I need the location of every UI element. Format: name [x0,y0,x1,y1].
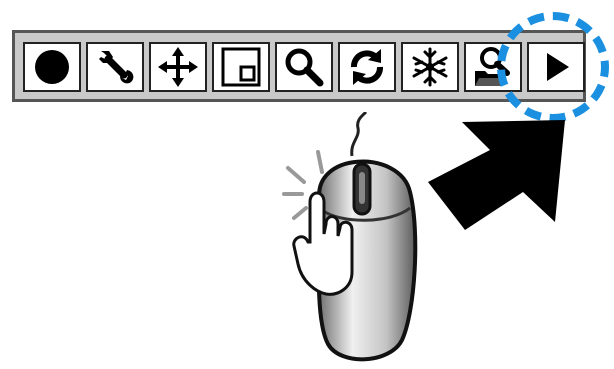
freeze-button[interactable] [401,42,459,92]
move-button[interactable] [149,42,207,92]
wrench-icon [93,45,137,89]
record-dot-icon [30,45,74,89]
zoom-button[interactable] [275,42,333,92]
play-button-highlight [497,12,609,122]
mouse-click-icon [280,112,450,369]
settings-button[interactable] [86,42,144,92]
refresh-button[interactable] [338,42,396,92]
record-button[interactable] [23,42,81,92]
move-arrows-icon [156,45,200,89]
refresh-arrows-icon [345,45,389,89]
window-frame-icon [219,45,263,89]
magnifier-icon [282,45,326,89]
snowflake-icon [408,45,452,89]
window-button[interactable] [212,42,270,92]
